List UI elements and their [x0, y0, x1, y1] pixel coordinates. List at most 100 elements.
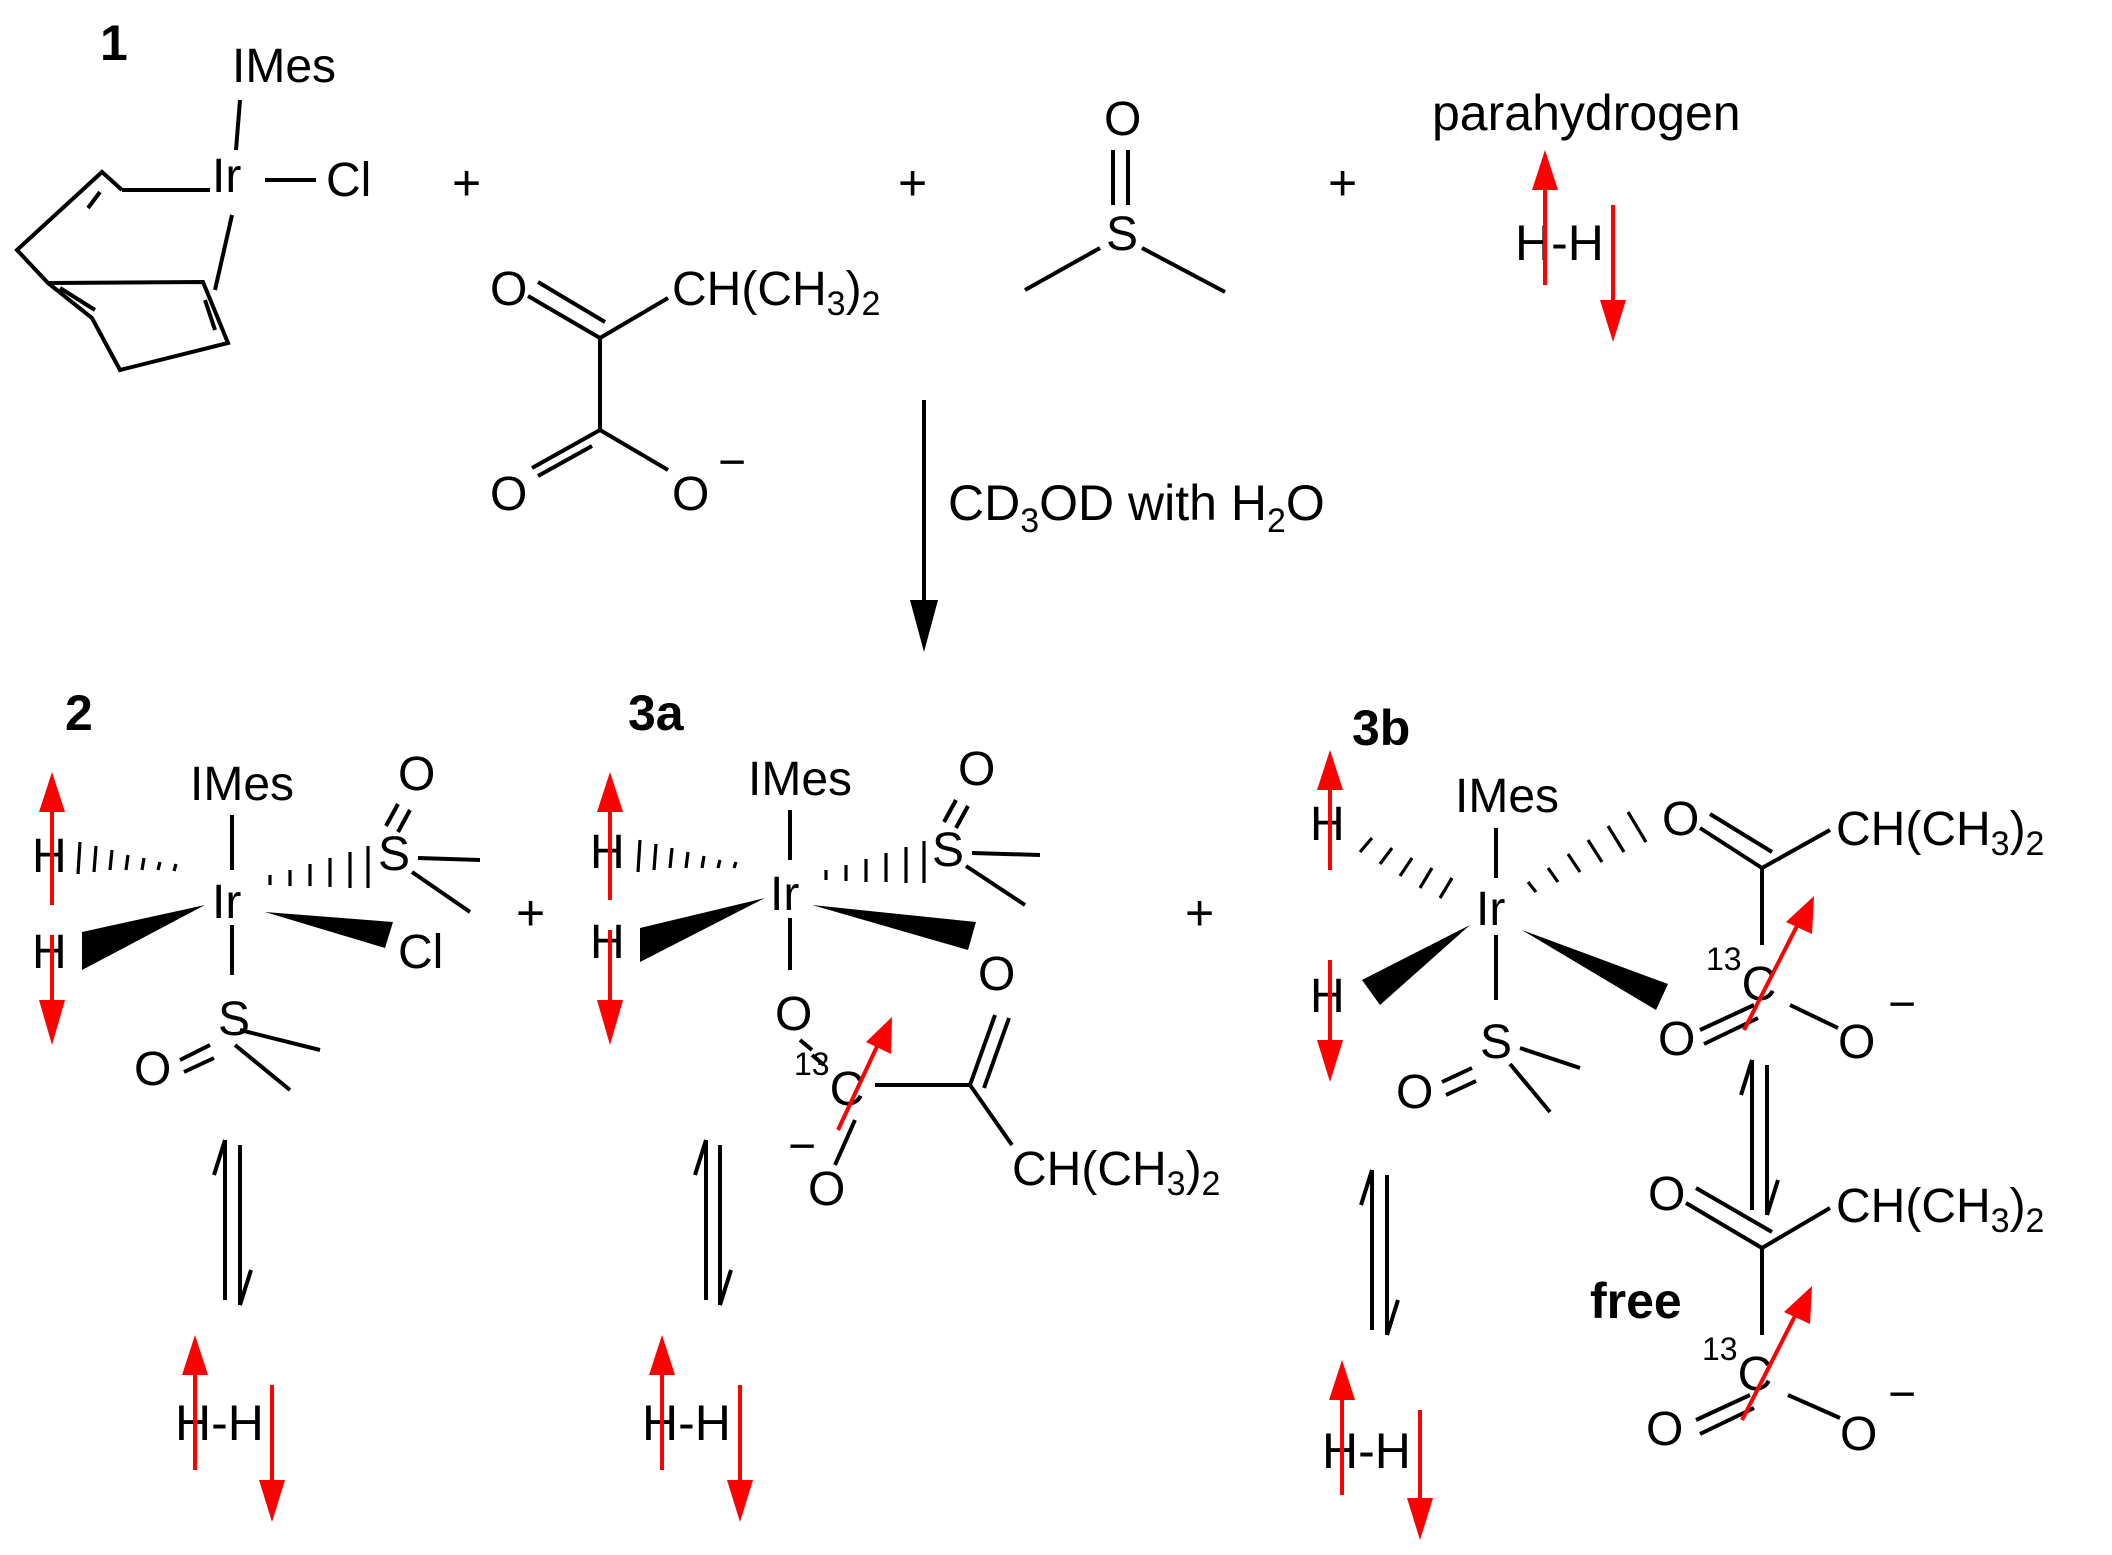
double-bond — [536, 280, 607, 324]
arrow-head — [1532, 150, 1558, 190]
arrow-head — [1317, 1040, 1343, 1082]
hashed-bond — [1526, 811, 1648, 893]
double-bond — [203, 299, 217, 331]
hydride-atom: H — [32, 830, 67, 883]
equilibrium-arrow — [1739, 1059, 1780, 1216]
bond — [1695, 1393, 1751, 1422]
oxygen-atom: O — [978, 948, 1015, 1001]
oxygen-atom: O — [808, 1163, 845, 1216]
arrow-head — [39, 1000, 65, 1045]
bond — [531, 428, 601, 470]
plus-sign: + — [1328, 155, 1357, 211]
bond — [1508, 1062, 1552, 1114]
negative-charge: − — [718, 436, 746, 489]
bond — [417, 856, 481, 862]
imes-ligand: IMes — [232, 40, 336, 93]
wedge-bond — [1522, 930, 1668, 1010]
bond — [971, 851, 1041, 857]
bond — [1760, 1206, 1832, 1250]
oxygen-atom: O — [1648, 1168, 1685, 1221]
oxygen-atom: O — [1662, 793, 1699, 846]
compound-3b: 3b IMes Ir S O H H O — [1310, 700, 2044, 1540]
chloride-atom: Cl — [326, 154, 371, 207]
oxygen-atom: O — [958, 743, 995, 796]
arrow-head — [1317, 750, 1343, 790]
bond — [1698, 826, 1764, 870]
double-bond — [384, 803, 400, 827]
h2-label: H-H — [175, 1395, 264, 1451]
bond — [213, 214, 234, 291]
sulfur-atom: S — [1106, 208, 1138, 261]
arrow-head — [1329, 1360, 1355, 1400]
bond — [1141, 246, 1226, 294]
oxygen-atom: O — [1104, 93, 1141, 146]
bond — [964, 864, 1027, 907]
arrow-head — [1786, 896, 1814, 934]
dmso: O S — [1024, 93, 1226, 294]
equilibrium-arrow — [212, 1139, 253, 1306]
parahydrogen: parahydrogen H-H — [1432, 85, 1741, 342]
oxygen-atom: O — [1840, 1408, 1877, 1461]
bond — [1684, 1201, 1764, 1250]
bond — [968, 1083, 1014, 1147]
bond — [598, 428, 670, 472]
double-bond — [537, 444, 593, 478]
spin-arrow-13c — [1742, 919, 1802, 1031]
negative-charge: − — [1888, 1368, 1916, 1421]
arrow-head — [259, 1480, 285, 1522]
double-bond — [179, 1043, 211, 1062]
double-bond — [396, 809, 412, 833]
bond — [810, 1053, 826, 1067]
oxygen-atom: O — [134, 1043, 171, 1096]
sulfur-atom: S — [1480, 1016, 1512, 1069]
double-bond — [954, 805, 970, 829]
arrow-head — [1407, 1498, 1433, 1540]
arrow-head — [910, 600, 938, 652]
oxygen-atom: O — [672, 468, 709, 521]
wedge-bond — [812, 905, 976, 950]
hydride-atom: H — [590, 826, 625, 879]
wedge-bond — [265, 912, 393, 948]
parahydrogen-label: parahydrogen — [1432, 85, 1741, 141]
compound-label-2: 2 — [65, 685, 93, 741]
double-bond — [86, 190, 102, 210]
chloride-atom: Cl — [398, 926, 443, 979]
free-ketoisovalerate: O CH(CH3)2 free 13C O O − — [1590, 1168, 2044, 1461]
compound-1: 1 IMes Ir Cl — [14, 15, 371, 373]
hydride-atom: H — [1310, 970, 1345, 1023]
iridium-atom: Ir — [1476, 883, 1505, 936]
oxygen-atom: O — [1658, 1013, 1695, 1066]
double-bond — [1441, 1066, 1473, 1084]
plus-sign: + — [1185, 885, 1214, 941]
h2-label: H-H — [1515, 215, 1604, 271]
hashed-bond — [1358, 836, 1454, 899]
hydride-atom: H — [1310, 798, 1345, 851]
double-bond — [1445, 1079, 1477, 1097]
double-bond — [58, 286, 97, 312]
double-bond — [1694, 1186, 1774, 1234]
compound-3a: 3a IMes Ir H H S O O — [590, 685, 1220, 1522]
bond — [598, 296, 670, 340]
bond — [833, 1119, 857, 1166]
plus-sign: + — [898, 155, 927, 211]
iridium-atom: Ir — [212, 876, 241, 929]
oxygen-atom: O — [490, 263, 527, 316]
wedge-bond — [82, 905, 205, 970]
spin-arrow-13c — [836, 1039, 882, 1131]
imes-ligand: IMes — [1455, 770, 1559, 823]
double-bond — [1708, 812, 1774, 854]
hydride-atom: H — [590, 916, 625, 969]
isopropyl-group: CH(CH3)2 — [672, 263, 880, 323]
ketoisovalerate: O CH(CH3)2 O O − — [490, 263, 880, 521]
plus-sign: + — [452, 155, 481, 211]
isopropyl-group: CH(CH3)2 — [1012, 1143, 1220, 1203]
bond — [410, 870, 472, 914]
bond — [1519, 1046, 1581, 1070]
carbon-13-atom: 13C — [1702, 1331, 1772, 1401]
arrow-head — [866, 1017, 892, 1054]
oxygen-atom: O — [775, 988, 812, 1041]
double-bond — [942, 799, 958, 823]
oxygen-atom: O — [1838, 1016, 1875, 1069]
cod-ring — [14, 169, 231, 373]
spin-arrow-13c — [1740, 1309, 1800, 1421]
